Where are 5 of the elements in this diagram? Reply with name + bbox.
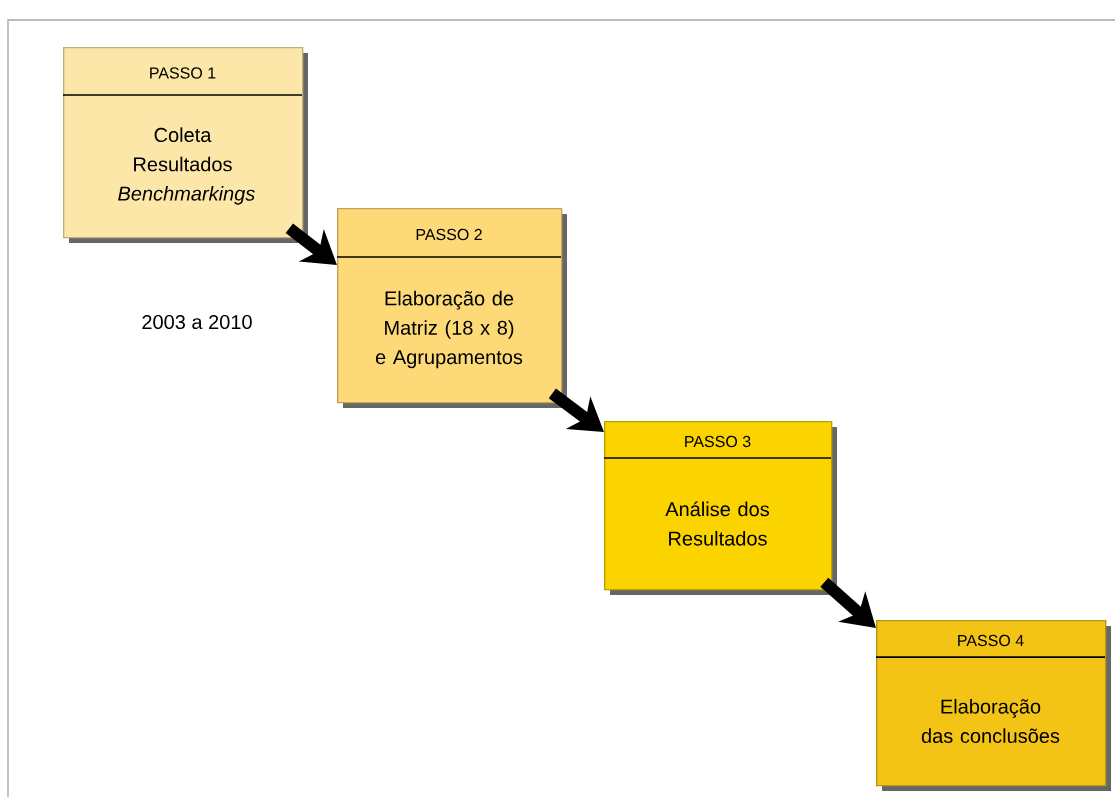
process-box: PASSO 4 Elaboração das conclusões xyxy=(875,620,1111,791)
process-box: PASSO 1 Coleta Resultados Benchmarkings xyxy=(62,47,308,243)
process-box: PASSO 2 Elaboração de Matriz (18 x 8) e Agrupamentos xyxy=(336,208,567,408)
process-box: PASSO 3 Análise dos Resultados xyxy=(603,421,837,595)
date-label: 2003 a 2010 xyxy=(142,314,252,330)
